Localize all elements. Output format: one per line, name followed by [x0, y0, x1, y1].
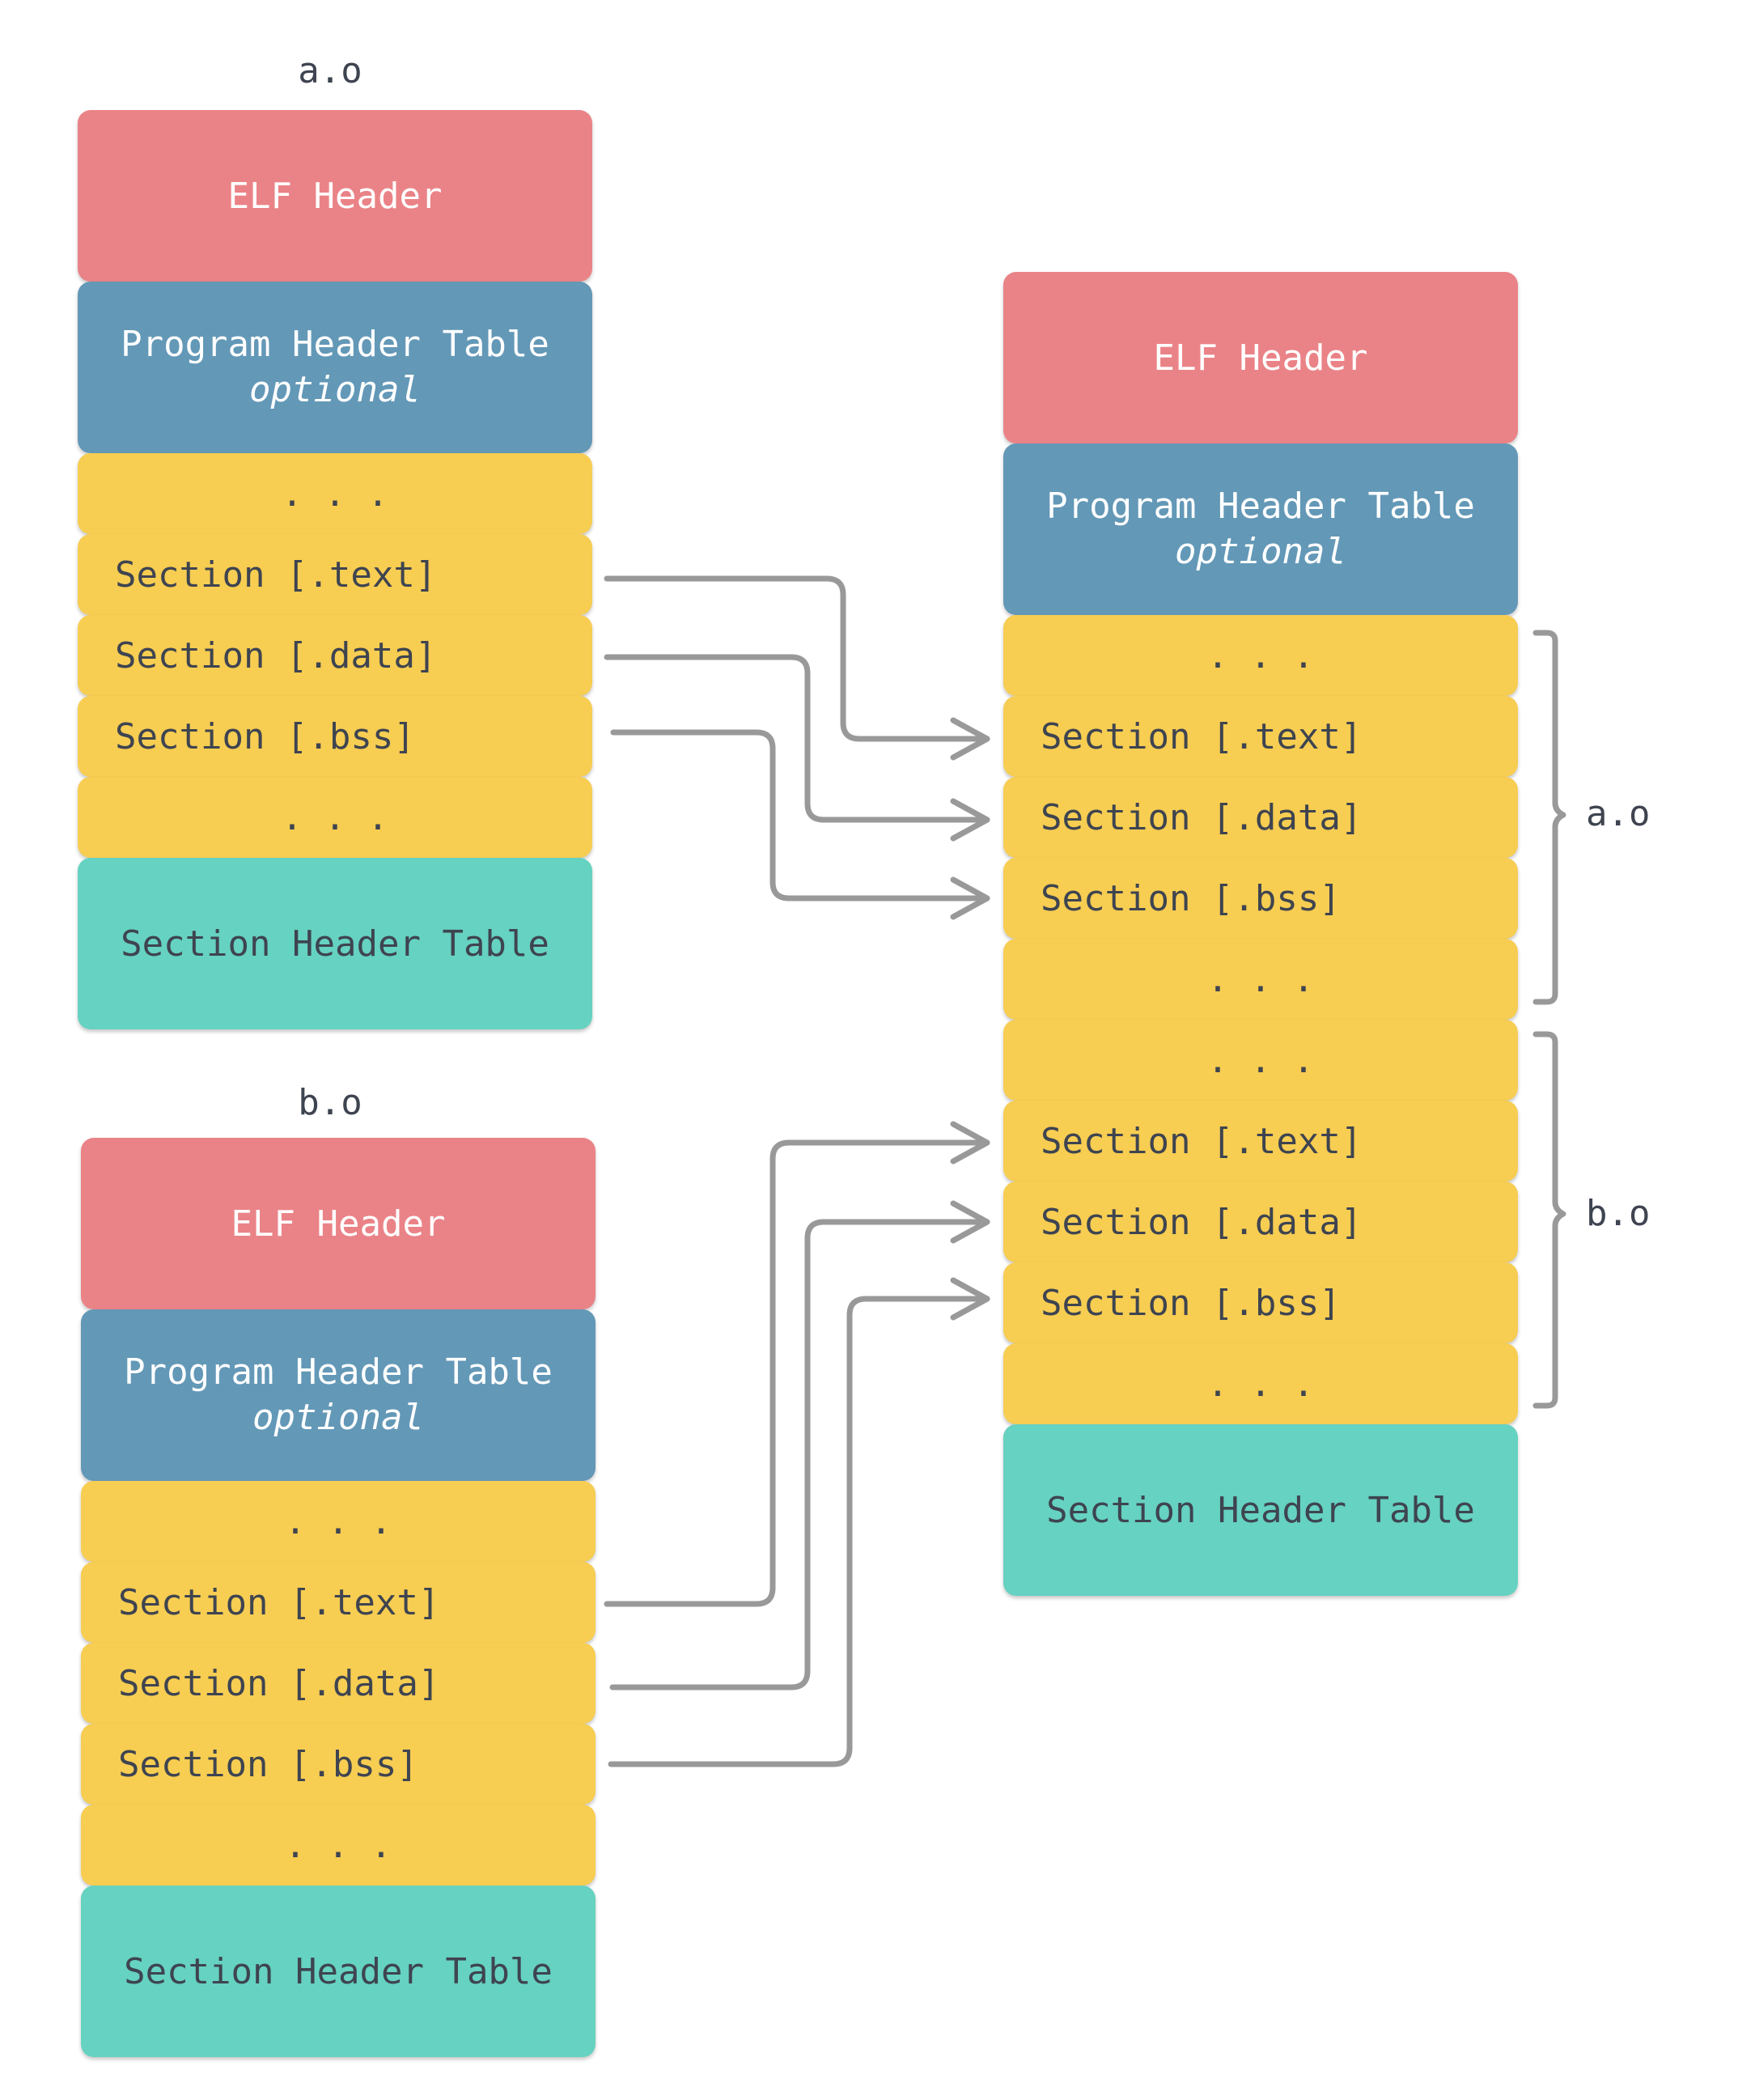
- arrow-a-text: [604, 575, 990, 742]
- a-section-header-table: Section Header Table: [78, 858, 592, 1029]
- b-section-bss-label: Section [.bss]: [118, 1743, 418, 1785]
- out-pht-title: Program Header Table: [1046, 486, 1475, 527]
- arrow-b-text: [604, 1139, 990, 1607]
- arrowhead-b-bss: [950, 1277, 990, 1321]
- brace-label-b: b.o: [1586, 1193, 1651, 1234]
- b-section-text-label: Section [.text]: [118, 1581, 440, 1623]
- a-pht-title: Program Header Table: [121, 324, 549, 365]
- b-pht-note: optional: [252, 1397, 424, 1438]
- out-pht-note: optional: [1175, 531, 1346, 572]
- b-dots-top-label: . . .: [284, 1500, 392, 1542]
- out-a-section-text: Section [.text]: [1003, 696, 1518, 777]
- out-a-dots-bottom-label: . . .: [1206, 958, 1315, 1000]
- arrowhead-a-data: [950, 798, 990, 842]
- b-section-text: Section [.text]: [81, 1562, 596, 1643]
- b-section-bss: Section [.bss]: [81, 1724, 596, 1805]
- a-section-bss-label: Section [.bss]: [115, 715, 415, 757]
- arrow-a-bss: [610, 729, 990, 902]
- arrowhead-a-text: [950, 717, 990, 761]
- out-sht-label: Section Header Table: [1046, 1489, 1475, 1531]
- out-b-dots-bottom: . . .: [1003, 1343, 1518, 1424]
- a-sht-label: Section Header Table: [121, 923, 549, 965]
- file-label-b: b.o: [298, 1082, 362, 1123]
- out-b-section-data-label: Section [.data]: [1041, 1201, 1363, 1243]
- b-dots-bottom: . . .: [81, 1805, 596, 1886]
- b-section-data-label: Section [.data]: [118, 1662, 440, 1704]
- out-a-section-data-label: Section [.data]: [1041, 796, 1363, 838]
- out-a-dots-top-label: . . .: [1206, 634, 1315, 677]
- a-dots-bottom: . . .: [78, 777, 592, 858]
- out-b-section-text: Section [.text]: [1003, 1101, 1518, 1182]
- out-b-section-bss-label: Section [.bss]: [1041, 1282, 1341, 1324]
- b-dots-top: . . .: [81, 1481, 596, 1562]
- a-elf-header: ELF Header: [78, 110, 592, 282]
- a-dots-bottom-label: . . .: [281, 796, 389, 838]
- b-section-data: Section [.data]: [81, 1643, 596, 1724]
- a-elf-header-label: ELF Header: [227, 175, 443, 217]
- arrowhead-a-bss: [950, 876, 990, 920]
- a-dots-top-label: . . .: [281, 473, 389, 515]
- b-pht-title: Program Header Table: [124, 1351, 553, 1393]
- arrow-a-data: [604, 654, 990, 823]
- a-pht-note: optional: [249, 369, 421, 410]
- out-b-section-data: Section [.data]: [1003, 1182, 1518, 1262]
- a-section-bss: Section [.bss]: [78, 696, 592, 777]
- out-b-dots-top-label: . . .: [1206, 1039, 1315, 1081]
- arrowhead-b-data: [950, 1200, 990, 1244]
- a-dots-top: . . .: [78, 453, 592, 534]
- out-a-dots-bottom: . . .: [1003, 939, 1518, 1020]
- a-section-data-label: Section [.data]: [115, 634, 437, 677]
- out-section-header-table: Section Header Table: [1003, 1424, 1518, 1596]
- brace-label-a: a.o: [1586, 793, 1651, 834]
- out-b-dots-top: . . .: [1003, 1020, 1518, 1101]
- brace-a: [1532, 630, 1566, 1005]
- brace-b: [1532, 1031, 1566, 1409]
- out-b-section-bss: Section [.bss]: [1003, 1262, 1518, 1343]
- file-label-a: a.o: [298, 50, 362, 91]
- b-sht-label: Section Header Table: [124, 1950, 553, 1992]
- out-elf-header: ELF Header: [1003, 272, 1518, 443]
- a-section-text-label: Section [.text]: [115, 554, 437, 596]
- a-program-header-table: Program Header Table optional: [78, 282, 592, 453]
- a-section-text: Section [.text]: [78, 534, 592, 615]
- out-a-section-text-label: Section [.text]: [1041, 715, 1363, 757]
- b-section-header-table: Section Header Table: [81, 1886, 596, 2057]
- out-elf-header-label: ELF Header: [1153, 337, 1368, 379]
- b-dots-bottom-label: . . .: [284, 1824, 392, 1866]
- out-a-section-bss-label: Section [.bss]: [1041, 877, 1341, 919]
- out-program-header-table: Program Header Table optional: [1003, 443, 1518, 615]
- arrow-b-bss: [608, 1296, 990, 1767]
- b-elf-header: ELF Header: [81, 1138, 596, 1309]
- out-a-dots-top: . . .: [1003, 615, 1518, 696]
- out-b-section-text-label: Section [.text]: [1041, 1120, 1363, 1162]
- b-elf-header-label: ELF Header: [231, 1203, 446, 1245]
- out-b-dots-bottom-label: . . .: [1206, 1363, 1315, 1405]
- arrowhead-b-text: [950, 1121, 990, 1165]
- out-a-section-bss: Section [.bss]: [1003, 858, 1518, 939]
- arrow-b-data: [609, 1219, 990, 1691]
- b-program-header-table: Program Header Table optional: [81, 1309, 596, 1481]
- out-a-section-data: Section [.data]: [1003, 777, 1518, 858]
- a-section-data: Section [.data]: [78, 615, 592, 696]
